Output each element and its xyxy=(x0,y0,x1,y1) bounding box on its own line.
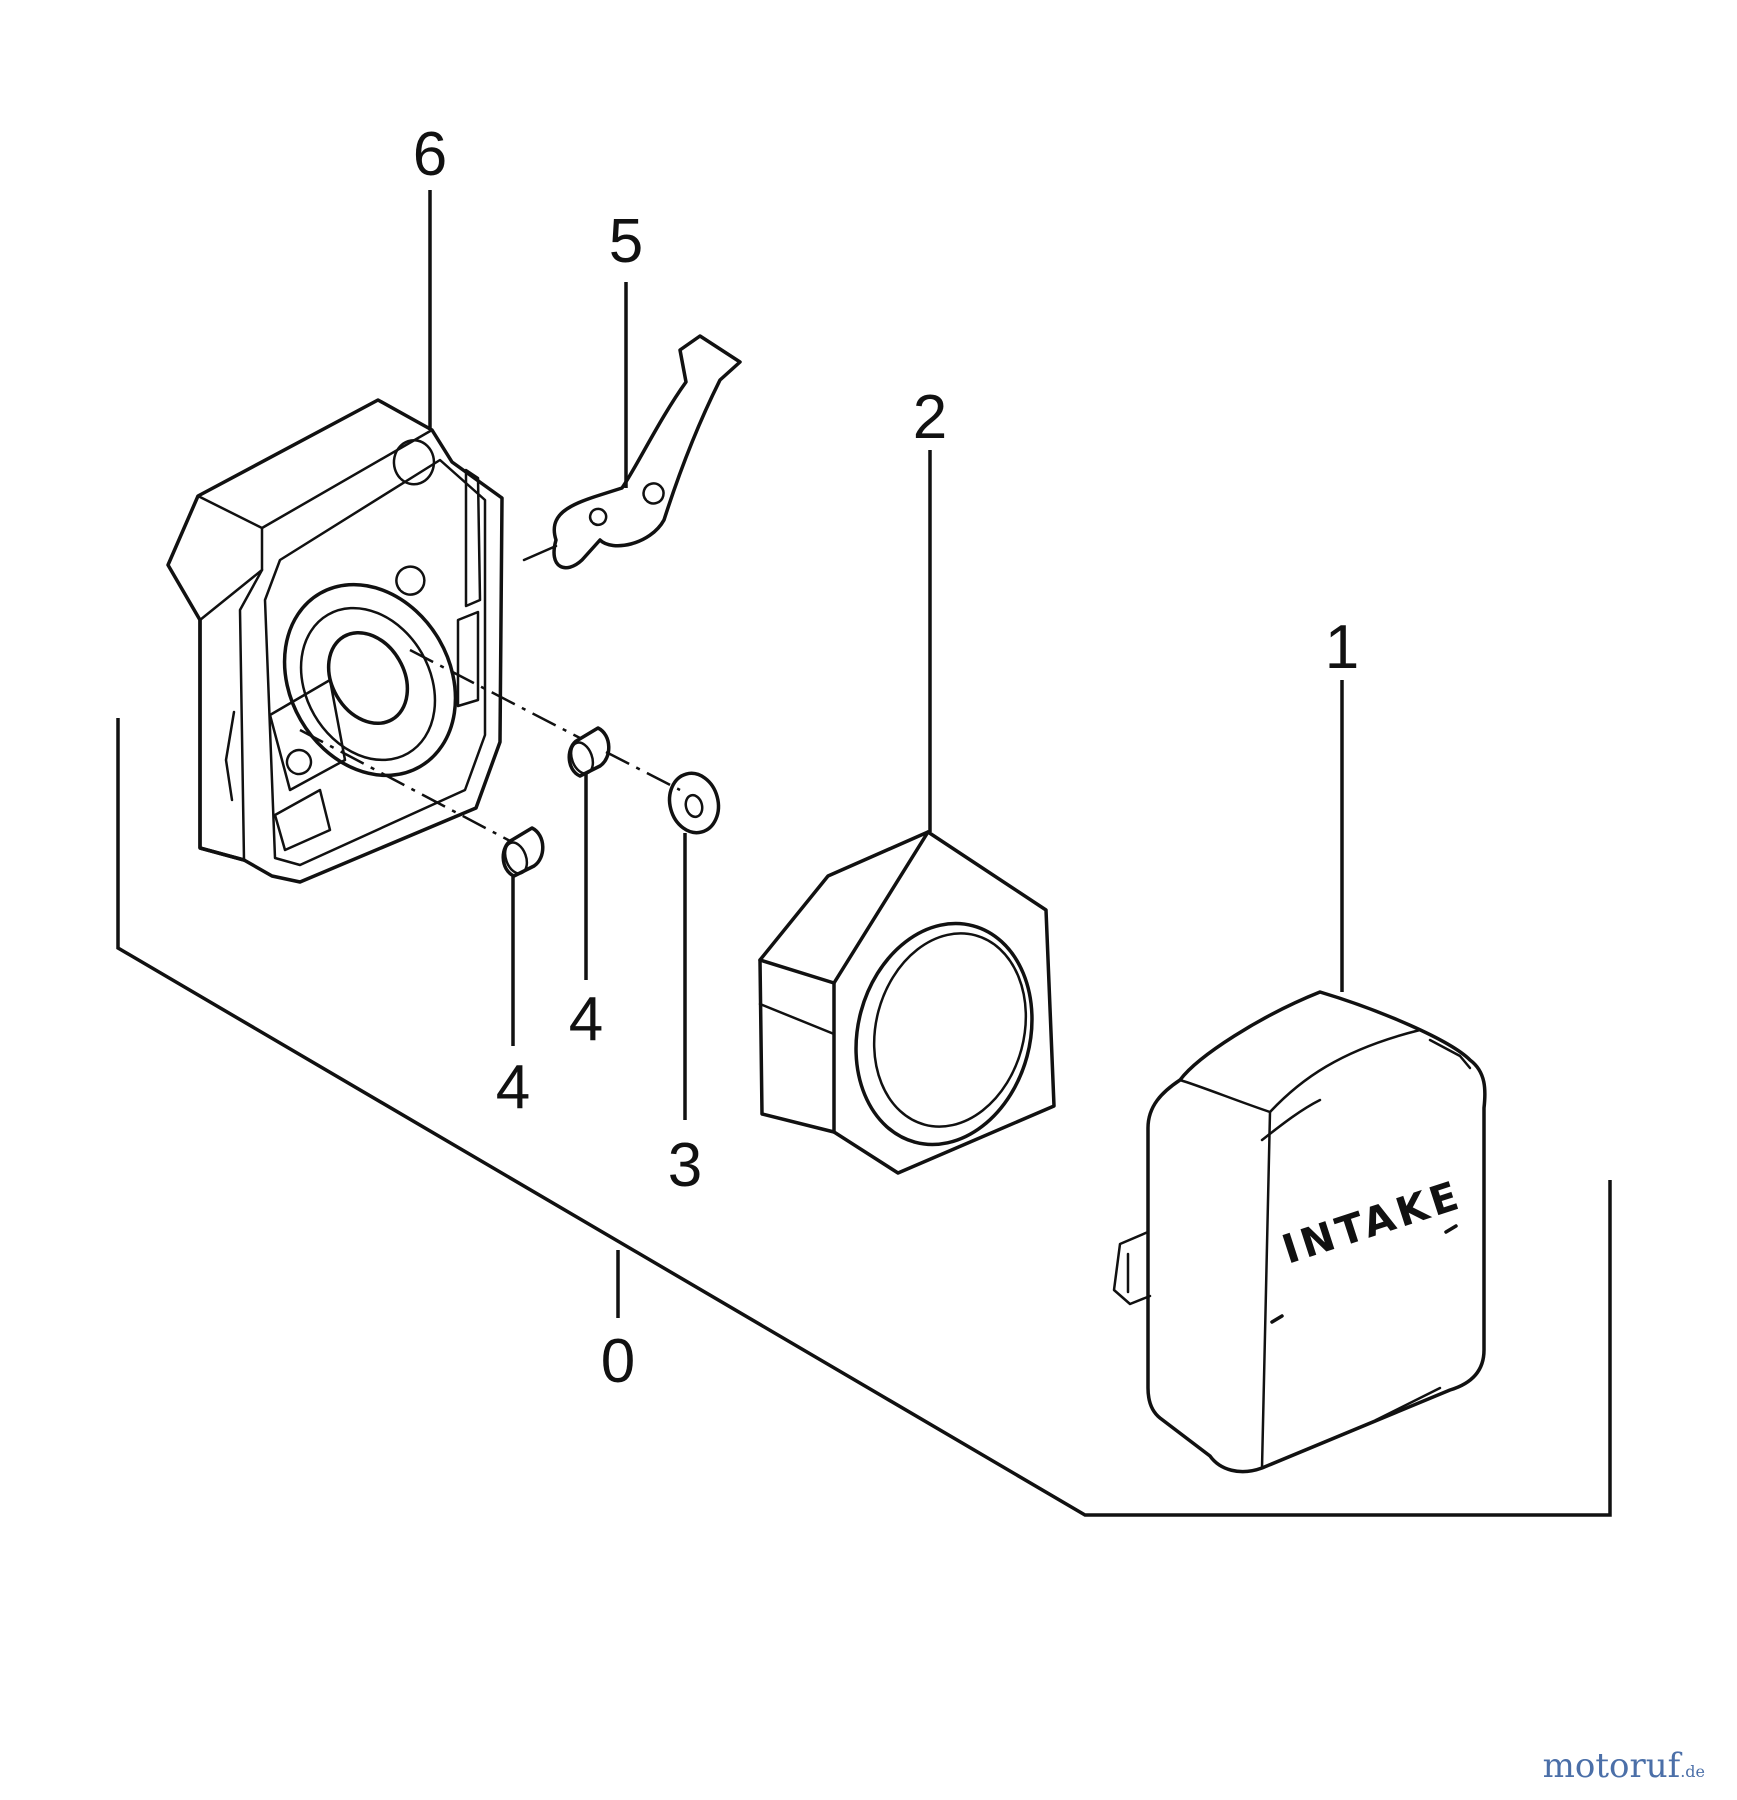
part-2-filter-element xyxy=(758,830,1056,1175)
callout-4-upper: 4 xyxy=(569,985,603,1054)
center-axes xyxy=(299,648,681,844)
part-3-washer xyxy=(667,771,721,835)
part-4-pin-upper xyxy=(567,726,611,778)
part-4-pin-lower xyxy=(501,826,545,878)
part-1-air-cleaner-cover: INTAKE xyxy=(1112,990,1487,1474)
assembly-bracket xyxy=(116,718,1612,1517)
callouts: 6 5 2 1 4 4 3 0 xyxy=(413,120,1359,1396)
callout-4-lower: 4 xyxy=(496,1053,530,1122)
watermark-logo: motoruf.de xyxy=(1543,1746,1705,1786)
callout-5: 5 xyxy=(609,207,643,276)
intake-label: INTAKE xyxy=(1277,1172,1468,1273)
callout-3: 3 xyxy=(668,1131,702,1200)
callout-0: 0 xyxy=(601,1327,635,1396)
leader-lines xyxy=(428,190,1344,1120)
watermark-tld: .de xyxy=(1680,1762,1705,1781)
callout-2: 2 xyxy=(913,383,947,452)
callout-1: 1 xyxy=(1325,613,1359,682)
part-6-carburetor-body xyxy=(166,398,504,884)
callout-6: 6 xyxy=(413,120,447,189)
part-5-choke-lever xyxy=(522,334,742,570)
watermark-name: motoruf xyxy=(1542,1746,1681,1786)
